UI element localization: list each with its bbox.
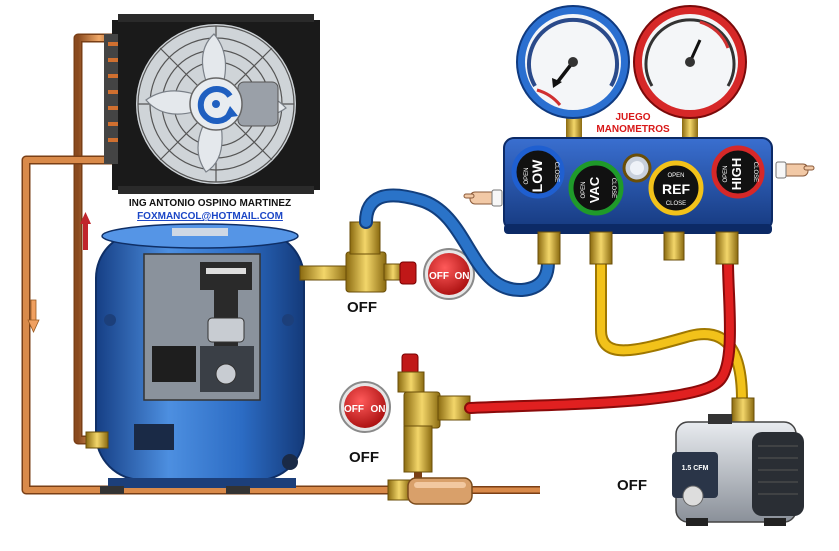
flow-arrow-up-icon <box>80 212 91 250</box>
knob-open-label: OPEN <box>581 181 587 198</box>
liquid-valve-switch[interactable]: OFF ON <box>339 381 391 433</box>
condenser-unit <box>104 14 320 194</box>
author-name: ING ANTONIO OSPINO MARTINEZ <box>129 198 291 209</box>
knob-main-label: REF <box>662 181 690 197</box>
suction-service-valve[interactable] <box>299 221 417 293</box>
red-hose <box>464 256 736 414</box>
vac-valve-knob[interactable]: OPEN VAC CLOSE <box>568 160 624 216</box>
knob-open-label: OPEN <box>723 165 729 182</box>
switch-on-label: ON <box>371 404 386 415</box>
vacuum-pump-model: 1.5 CFM <box>682 465 709 472</box>
ref-valve-knob[interactable]: OPEN REF CLOSE <box>648 160 704 216</box>
knob-main-label: VAC <box>587 176 602 203</box>
vacuum-pump-status: OFF <box>617 477 647 494</box>
author-email[interactable]: FOXMANCOL@HOTMAIL.COM <box>137 211 283 222</box>
high-pressure-gauge <box>633 5 747 138</box>
switch-on-label: ON <box>455 271 470 282</box>
flow-arrow-down-icon <box>27 299 40 333</box>
knob-close-label: CLOSE <box>666 201 686 207</box>
low-valve-knob[interactable]: OPEN LOW CLOSE <box>511 145 565 199</box>
suction-valve-status: OFF <box>347 299 377 316</box>
pointing-hand-right-icon <box>775 161 815 179</box>
manifold-title-line1: JUEGO <box>615 112 650 123</box>
low-pressure-gauge <box>516 5 630 138</box>
blue-hose <box>359 188 555 298</box>
knob-main-label: LOW <box>529 159 545 192</box>
switch-off-label: OFF <box>429 271 449 282</box>
filter-drier <box>387 477 473 505</box>
pointing-hand-left-icon <box>463 189 503 207</box>
liquid-valve-status: OFF <box>349 449 379 466</box>
condenser-coil <box>104 34 118 164</box>
knob-close-label: CLOSE <box>610 178 616 198</box>
knob-open-label: OPEN <box>667 173 684 179</box>
vacuum-pump[interactable]: 1.5 CFM <box>672 397 804 526</box>
high-valve-knob[interactable]: OPEN HIGH CLOSE <box>711 145 765 199</box>
manifold-title-line2: MANOMETROS <box>596 124 670 135</box>
switch-off-label: OFF <box>344 404 364 415</box>
suction-valve-switch[interactable]: OFF ON <box>423 248 475 300</box>
knob-close-label: CLOSE <box>752 162 758 182</box>
compressor <box>85 223 305 494</box>
yellow-hose <box>595 256 748 406</box>
manifold-body <box>503 137 773 265</box>
knob-close-label: CLOSE <box>553 162 559 182</box>
liquid-service-valve[interactable] <box>397 353 471 473</box>
knob-open-label: OPEN <box>524 167 530 184</box>
knob-main-label: HIGH <box>729 158 744 191</box>
rotation-arrow-icon <box>197 86 238 124</box>
